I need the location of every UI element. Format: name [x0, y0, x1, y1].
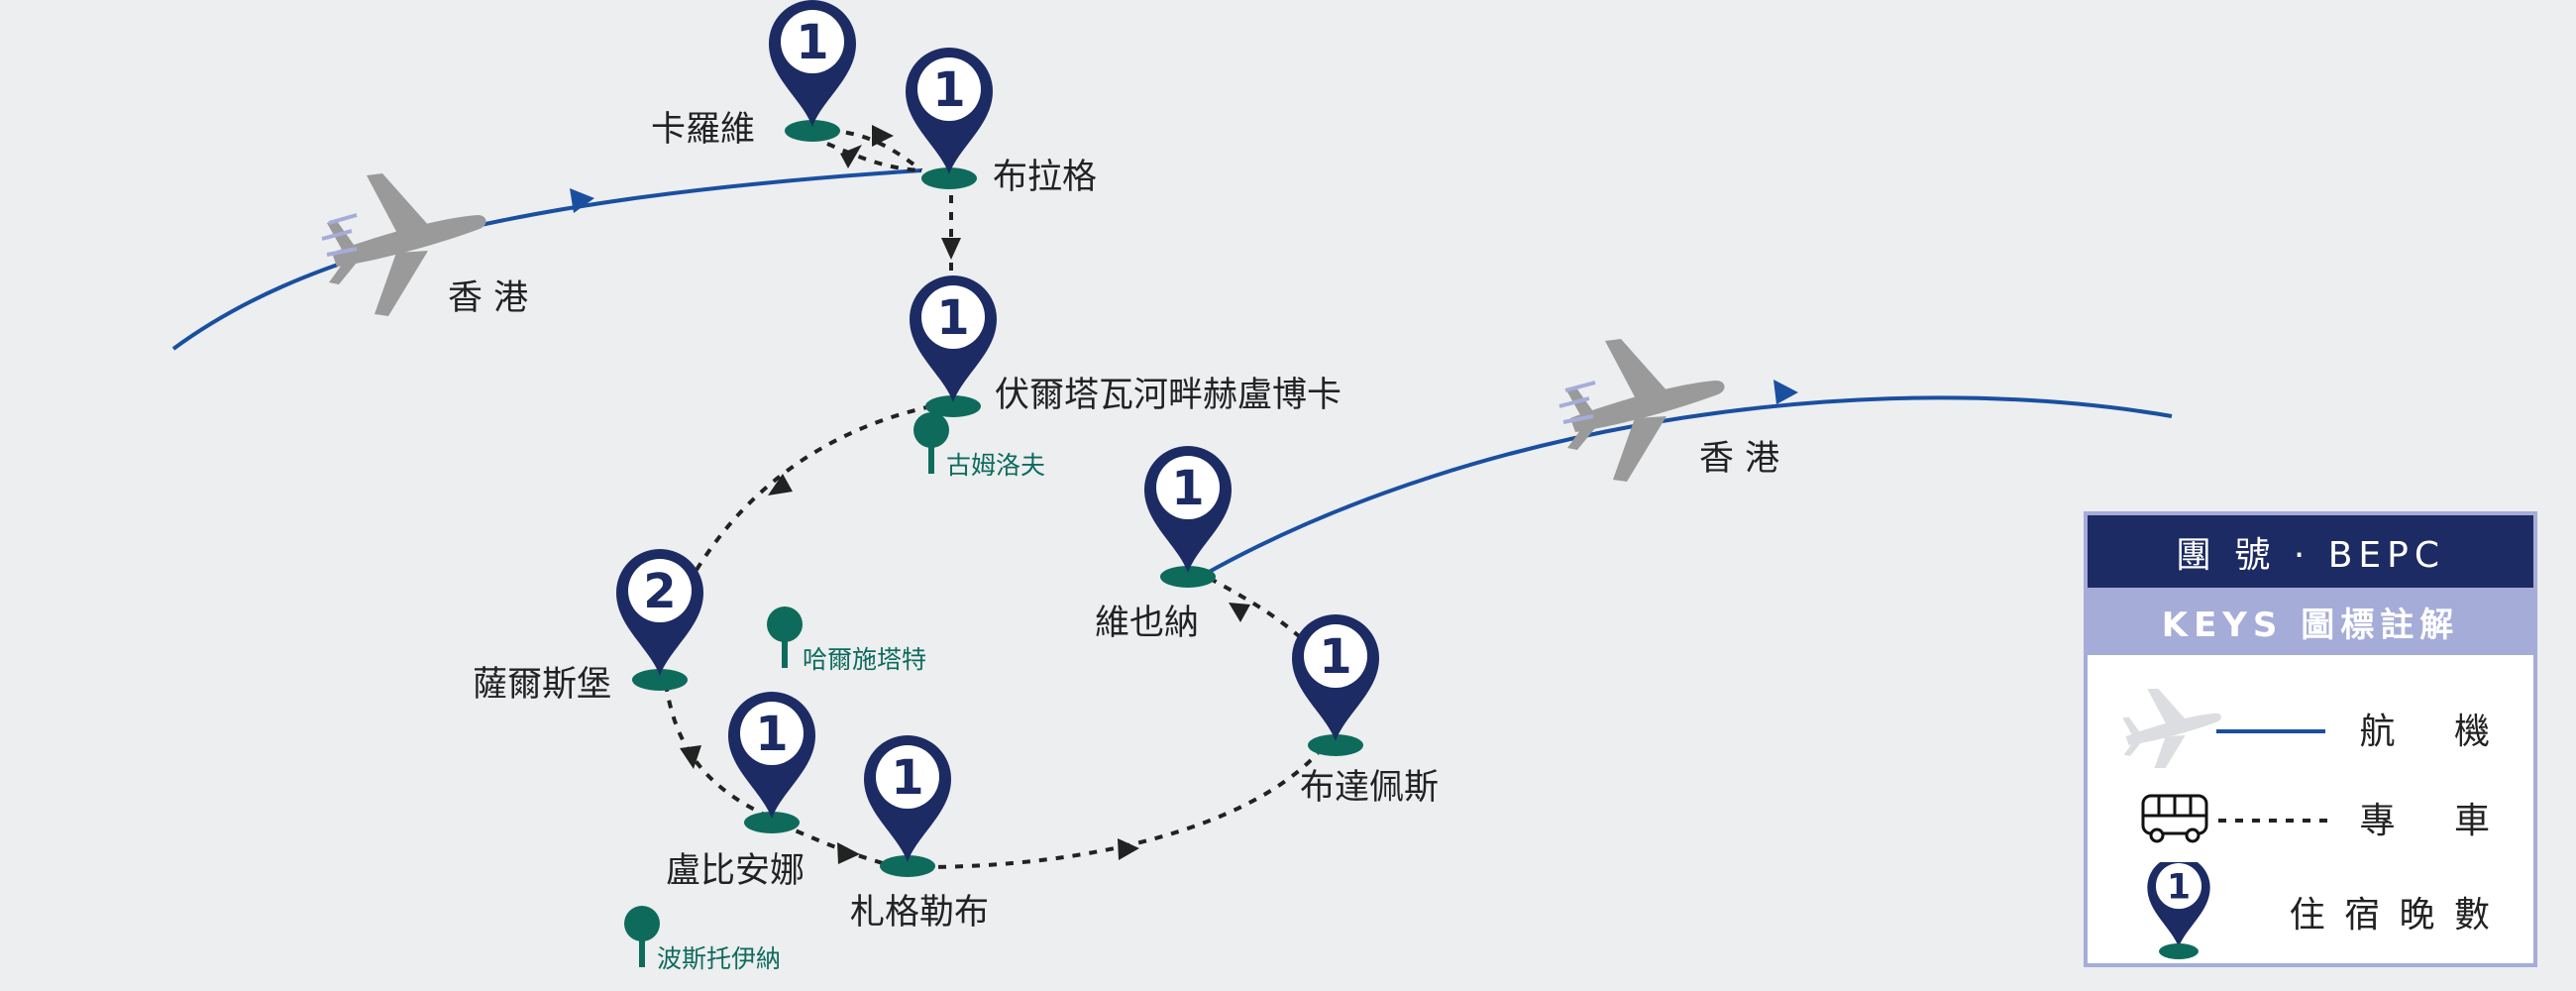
city-label-salzburg: 薩爾斯堡 [473, 665, 611, 705]
svg-text:1: 1 [891, 750, 923, 806]
city-label-karlovy: 卡羅維 [651, 110, 755, 150]
city-label-prague: 布拉格 [993, 158, 1097, 197]
legend-row-nights: 1 住 宿 晚 數 [2088, 862, 2533, 961]
coach-direction-arrow [941, 238, 961, 260]
night-pin-vltava[interactable]: 1 [910, 275, 997, 402]
svg-text:1: 1 [932, 62, 965, 118]
legend-title: 團 號 · BEPC [2088, 515, 2533, 588]
pin-base [744, 812, 800, 833]
svg-text:1: 1 [755, 707, 788, 762]
pin-base [1308, 734, 1363, 756]
legend-subtitle: KEYS 圖標註解 [2088, 588, 2533, 655]
return-flight-path [1203, 395, 2173, 577]
pin-base [921, 167, 977, 189]
night-pin-vienna[interactable]: 1 [1144, 446, 1232, 573]
return-flight-arrow [1773, 380, 1798, 404]
pin-base [880, 855, 935, 877]
airplane-icon [321, 173, 486, 316]
coach-route [664, 683, 772, 820]
coach-direction-arrow [1118, 838, 1139, 860]
city-label-budapest: 布達佩斯 [1300, 768, 1439, 808]
svg-text:2: 2 [643, 564, 676, 619]
pin-base [632, 669, 688, 691]
svg-text:1: 1 [936, 290, 969, 346]
city-label-hk-back: 香 港 [1699, 439, 1779, 479]
pin-base [1160, 566, 1216, 588]
coach-route [780, 823, 898, 869]
tree-icon [913, 412, 949, 474]
coach-direction-arrow [837, 842, 860, 864]
airplane-icon [1558, 339, 1725, 482]
bus-icon [2141, 794, 2327, 843]
attraction-label-krumlov: 古姆洛夫 [946, 451, 1045, 480]
outbound-flight-path [171, 168, 922, 351]
coach-route [920, 751, 1320, 869]
legend-label-flight: 航 機 [2359, 712, 2494, 752]
outbound-flight-arrow [570, 188, 594, 213]
legend-row-coach: 專 車 [2088, 778, 2533, 857]
legend-label-coach: 專 車 [2359, 801, 2494, 841]
svg-text:1: 1 [796, 15, 828, 70]
coach-route [826, 142, 922, 172]
night-pin-zagreb[interactable]: 1 [864, 735, 951, 862]
city-label-vltava: 伏爾塔瓦河畔赫盧博卡 [995, 376, 1342, 415]
night-pin-ljubljana[interactable]: 1 [728, 692, 815, 819]
legend-row-flight: 航 機 [2088, 689, 2533, 768]
coach-route [811, 128, 923, 172]
night-pin-karlovy[interactable]: 1 [769, 0, 856, 127]
night-pin-prague[interactable]: 1 [906, 48, 993, 174]
night-pin-salzburg[interactable]: 2 [616, 549, 703, 676]
svg-text:1: 1 [1319, 629, 1351, 685]
coach-route [1208, 576, 1315, 651]
coach-direction-arrow [1229, 603, 1250, 622]
city-label-zagreb: 札格勒布 [850, 893, 989, 933]
pin-base [925, 395, 981, 417]
coach-route [692, 404, 932, 577]
attraction-label-postojna: 波斯托伊納 [657, 944, 781, 973]
city-label-vienna: 維也納 [1095, 604, 1199, 643]
night-pin-budapest[interactable]: 1 [1292, 614, 1379, 741]
legend-label-nights: 住 宿 晚 數 [2289, 895, 2494, 936]
tree-icon [767, 606, 803, 668]
city-label-hk-out: 香 港 [448, 278, 528, 318]
tree-icon [624, 906, 660, 967]
city-label-ljubljana: 盧比安娜 [666, 851, 805, 891]
airplane-icon [2122, 689, 2325, 768]
coach-direction-arrow [768, 474, 793, 496]
attraction-label-hallstatt: 哈爾施塔特 [803, 645, 926, 674]
legend-panel: 團 號 · BEPC KEYS 圖標註解 航 機 專 車 [2084, 511, 2537, 967]
coach-direction-arrow [680, 745, 701, 769]
map-pin-icon: 1 [2147, 862, 2210, 959]
coach-direction-arrow [840, 145, 862, 168]
coach-direction-arrow [872, 125, 894, 147]
pin-base [785, 120, 840, 142]
svg-text:1: 1 [2167, 867, 2191, 907]
svg-text:1: 1 [1171, 461, 1204, 516]
